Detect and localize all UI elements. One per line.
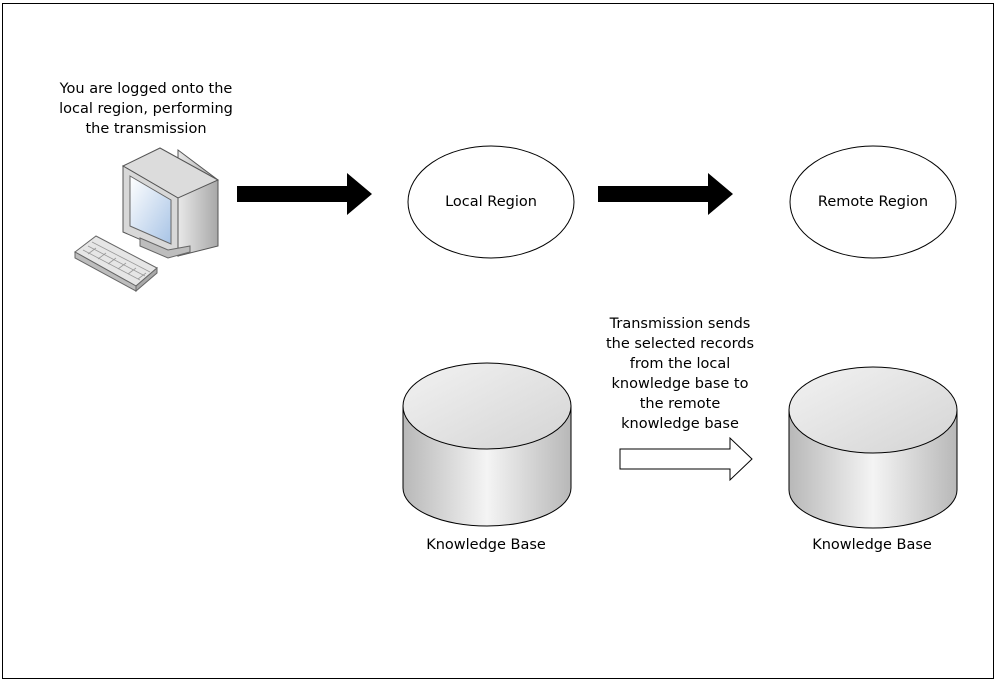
remote-region-ellipse [789,145,957,259]
transmission-caption-line: Transmission sends [609,316,751,332]
computer-caption-line: You are logged onto the [59,81,233,97]
arrow-local-to-remote [598,173,733,215]
transmission-caption: Transmission sends the selected records … [580,314,780,434]
computer-caption-line: local region, performing [59,101,233,117]
keyboard-icon [74,235,158,293]
local-region-label: Local Region [445,194,537,210]
local-region-ellipse [407,145,575,259]
transmission-caption-line: the selected records [605,336,755,352]
remote-database-cylinder-icon [788,366,958,529]
local-knowledge-base-label: Knowledge Base [426,537,546,553]
transmission-caption-line: knowledge base [621,416,739,432]
transmission-arrow [619,436,753,482]
transmission-caption-line: knowledge base to [611,376,749,392]
transmission-caption-line: the remote [639,396,721,412]
transmission-caption-line: from the local [629,356,731,372]
computer-caption-line: the transmission [85,121,207,137]
arrow-computer-to-local [237,173,372,215]
computer-caption: You are logged onto the local region, pe… [26,79,266,139]
local-database-cylinder-icon [402,362,572,527]
desktop-computer-icon [121,147,220,259]
remote-region-label: Remote Region [817,194,929,210]
remote-knowledge-base-label: Knowledge Base [812,537,932,553]
diagram-frame [2,3,994,679]
